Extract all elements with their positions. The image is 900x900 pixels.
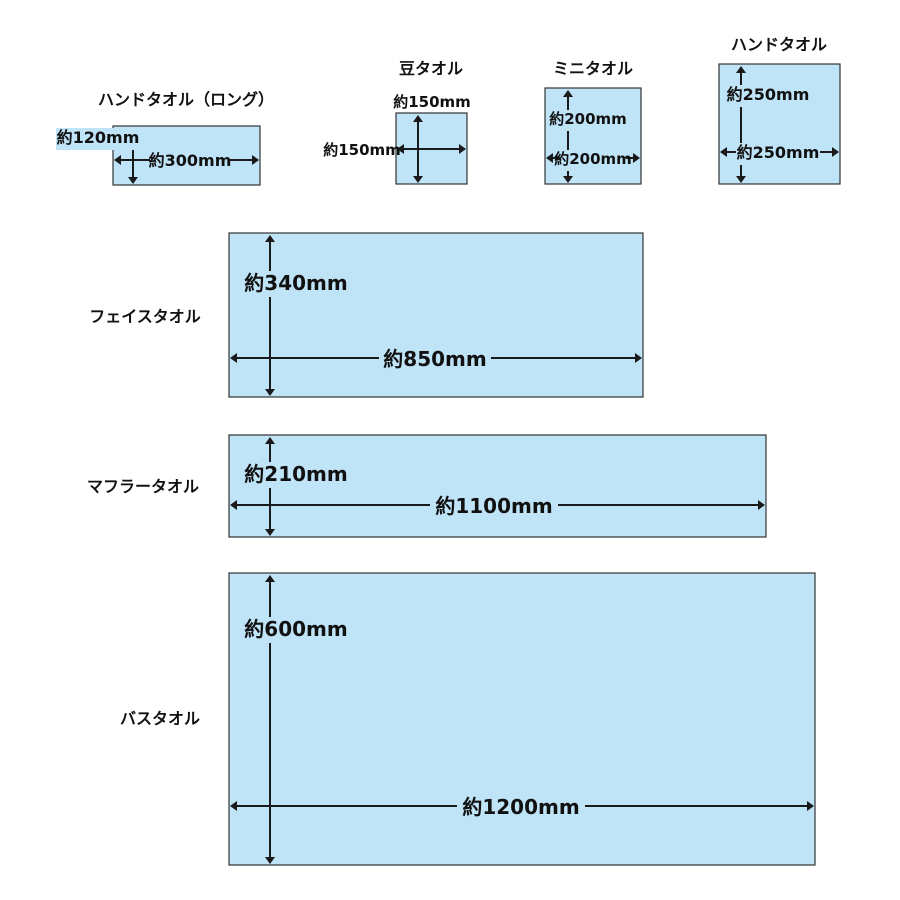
- towel-bath-height-label-group: 約600mm: [242, 617, 350, 643]
- towel-bath-title: バスタオル: [120, 709, 200, 728]
- towel-mini-title: ミニタオル: [553, 59, 633, 78]
- towel-face-height-arrowhead-bottom: [265, 389, 275, 396]
- towel-hand-long-height-label-group: 約120mm: [56, 128, 140, 150]
- towel-mini-height-arrowhead-top: [563, 90, 573, 97]
- towel-hand-height-arrowhead-bottom: [736, 176, 746, 183]
- towel-mini-width-label-group: 約200mm: [554, 150, 632, 171]
- towel-hand-long-height-label: 約120mm: [57, 128, 140, 147]
- towel-muffler: 約210mm 約1100mm マフラータオル: [87, 434, 767, 538]
- towel-hand-width-label: 約250mm: [737, 143, 820, 162]
- towel-hand-width-arrowhead-left: [720, 147, 727, 157]
- towel-bath-width-arrowhead-left: [230, 801, 237, 811]
- towel-muffler-width-label-background: [430, 494, 558, 520]
- towel-face-title: フェイスタオル: [89, 307, 201, 326]
- towel-muffler-width-label-group: 約1100mm: [430, 494, 558, 520]
- towel-bath-height-arrowhead-bottom: [265, 857, 275, 864]
- towel-face: 約340mm 約850mm フェイスタオル: [89, 232, 644, 398]
- towel-hand-long-width-arrowhead-left: [114, 155, 121, 165]
- towel-mini-height-label-background: [553, 110, 623, 131]
- towel-hand: 約250mm 約250mm ハンドタオル: [718, 35, 841, 185]
- towel-face-width-label-group: 約850mm: [379, 347, 491, 373]
- towel-bath: 約600mm 約1200mm バスタオル: [120, 572, 816, 866]
- towel-hand-long: 約120mm 約300mm ハンドタオル（ロング）: [56, 90, 274, 186]
- towel-hand-long-height-arrowhead-bottom: [128, 177, 138, 184]
- towel-bath-height-arrowhead-top: [265, 575, 275, 582]
- towel-hand-long-width-arrowhead-right: [252, 155, 259, 165]
- towel-mini-height-label: 約200mm: [549, 110, 627, 128]
- towel-hand-long-width-label: 約300mm: [149, 151, 232, 170]
- towel-face-height-arrowhead-top: [265, 235, 275, 242]
- towel-muffler-height-arrowhead-top: [265, 437, 275, 444]
- towel-hand-width-label-group: 約250mm: [736, 143, 820, 165]
- towel-mame-width-arrowhead-left: [397, 144, 404, 154]
- towel-mini-height-arrowhead-bottom: [563, 176, 573, 183]
- towel-hand-long-width-label-group: 約300mm: [149, 151, 232, 173]
- towel-hand-height-arrowhead-top: [736, 66, 746, 73]
- towel-mini: 約200mm 約200mm ミニタオル: [544, 59, 642, 185]
- towel-mame: 約150mm 約150mm 豆タオル: [323, 59, 471, 185]
- towel-face-shape: [228, 232, 644, 398]
- towel-face-height-label-group: 約340mm: [242, 271, 350, 297]
- towel-mame-width-label: 約150mm: [323, 141, 401, 159]
- towel-bath-height-label-background: [242, 617, 350, 643]
- towel-hand-width-label-background: [736, 143, 820, 165]
- towel-mame-width-label-group: 約150mm: [323, 141, 401, 159]
- towel-face-width-arrowhead-right: [635, 353, 642, 363]
- towel-muffler-title: マフラータオル: [87, 477, 199, 496]
- towel-mame-height-label: 約150mm: [393, 93, 471, 111]
- towel-mini-width-arrowhead-left: [546, 153, 553, 163]
- towel-muffler-width-arrowhead-left: [230, 500, 237, 510]
- towel-hand-height-label-group: 約250mm: [726, 85, 810, 107]
- towel-hand-height-label-background: [726, 85, 810, 107]
- towel-mini-width-arrowhead-right: [633, 153, 640, 163]
- towel-mini-width-label-background: [560, 150, 626, 171]
- towel-muffler-height-label: 約210mm: [244, 462, 347, 486]
- towel-hand-long-title: ハンドタオル（ロング）: [98, 90, 274, 109]
- towel-mame-width-arrowhead-right: [459, 144, 466, 154]
- towel-mame-height-arrowhead-top: [413, 115, 423, 122]
- towel-bath-width-label-background: [457, 795, 585, 821]
- towel-bath-width-label: 約1200mm: [462, 795, 579, 819]
- towel-hand-height-label: 約250mm: [727, 85, 810, 104]
- towel-face-height-label-background: [242, 271, 350, 297]
- towel-hand-width-arrowhead-right: [832, 147, 839, 157]
- towel-face-width-arrowhead-left: [230, 353, 237, 363]
- towel-muffler-width-label: 約1100mm: [435, 494, 552, 518]
- towel-bath-width-arrowhead-right: [807, 801, 814, 811]
- towel-muffler-height-label-background: [242, 462, 350, 488]
- towel-face-width-label-background: [379, 347, 491, 373]
- towel-muffler-width-arrowhead-right: [758, 500, 765, 510]
- towel-bath-width-label-group: 約1200mm: [457, 795, 585, 821]
- towel-hand-title: ハンドタオル: [731, 35, 827, 54]
- towel-bath-height-label: 約600mm: [244, 617, 347, 641]
- towel-muffler-height-label-group: 約210mm: [242, 462, 350, 488]
- towel-mini-width-label: 約200mm: [554, 150, 632, 168]
- towel-mini-height-label-group: 約200mm: [549, 110, 627, 131]
- towel-mame-height-label-group: 約150mm: [393, 93, 471, 111]
- towel-hand-long-height-label-background: [56, 128, 140, 150]
- towel-face-height-label: 約340mm: [244, 271, 347, 295]
- towel-face-width-label: 約850mm: [383, 347, 486, 371]
- towel-hand-shape: [718, 63, 841, 185]
- towel-muffler-height-arrowhead-bottom: [265, 529, 275, 536]
- towel-mame-title: 豆タオル: [399, 59, 463, 78]
- towel-hand-long-width-label-background: [150, 151, 230, 173]
- towel-mame-height-arrowhead-bottom: [413, 176, 423, 183]
